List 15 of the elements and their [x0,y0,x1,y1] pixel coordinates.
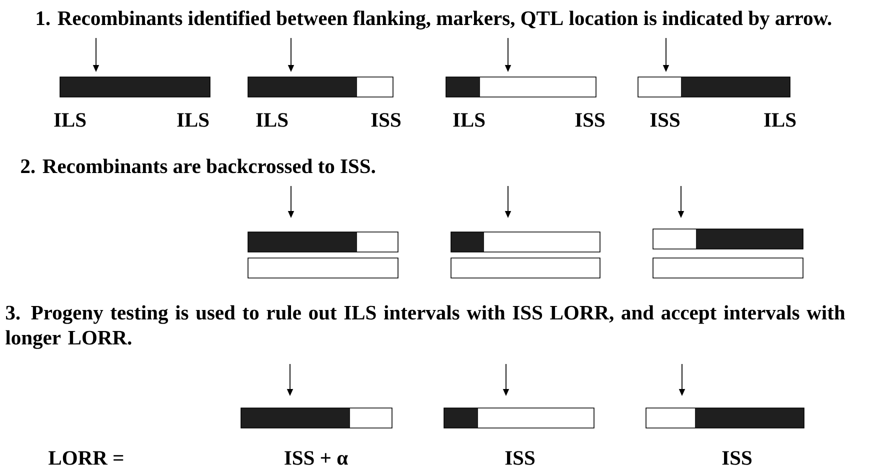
step-heading: 1. Recombinants identified between flanking, markers, QTL location is indicated by arrow. [36,10,832,30]
marker-label: ISS [575,113,604,127]
step-heading: 3. Progeny testing is used to rule out ILS intervals with ISS LORR, and accept intervals with longer LORR. [6,305,845,349]
lorr-value: ISS [505,451,534,465]
lorr-value: ISS [722,451,752,465]
lorr-label: LORR = [48,451,124,465]
marker-label: ILS [764,113,796,127]
marker-label: ILS [256,113,288,127]
marker-label: ILS [54,113,86,127]
step-heading: 2. Recombinants are backcrossed to ISS. [21,158,376,174]
marker-label: ILS [453,113,485,127]
marker-label: ISS [650,113,680,127]
marker-label: ISS [371,113,401,127]
lorr-value: ISS + α [284,451,348,465]
marker-label: ILS [177,113,209,127]
